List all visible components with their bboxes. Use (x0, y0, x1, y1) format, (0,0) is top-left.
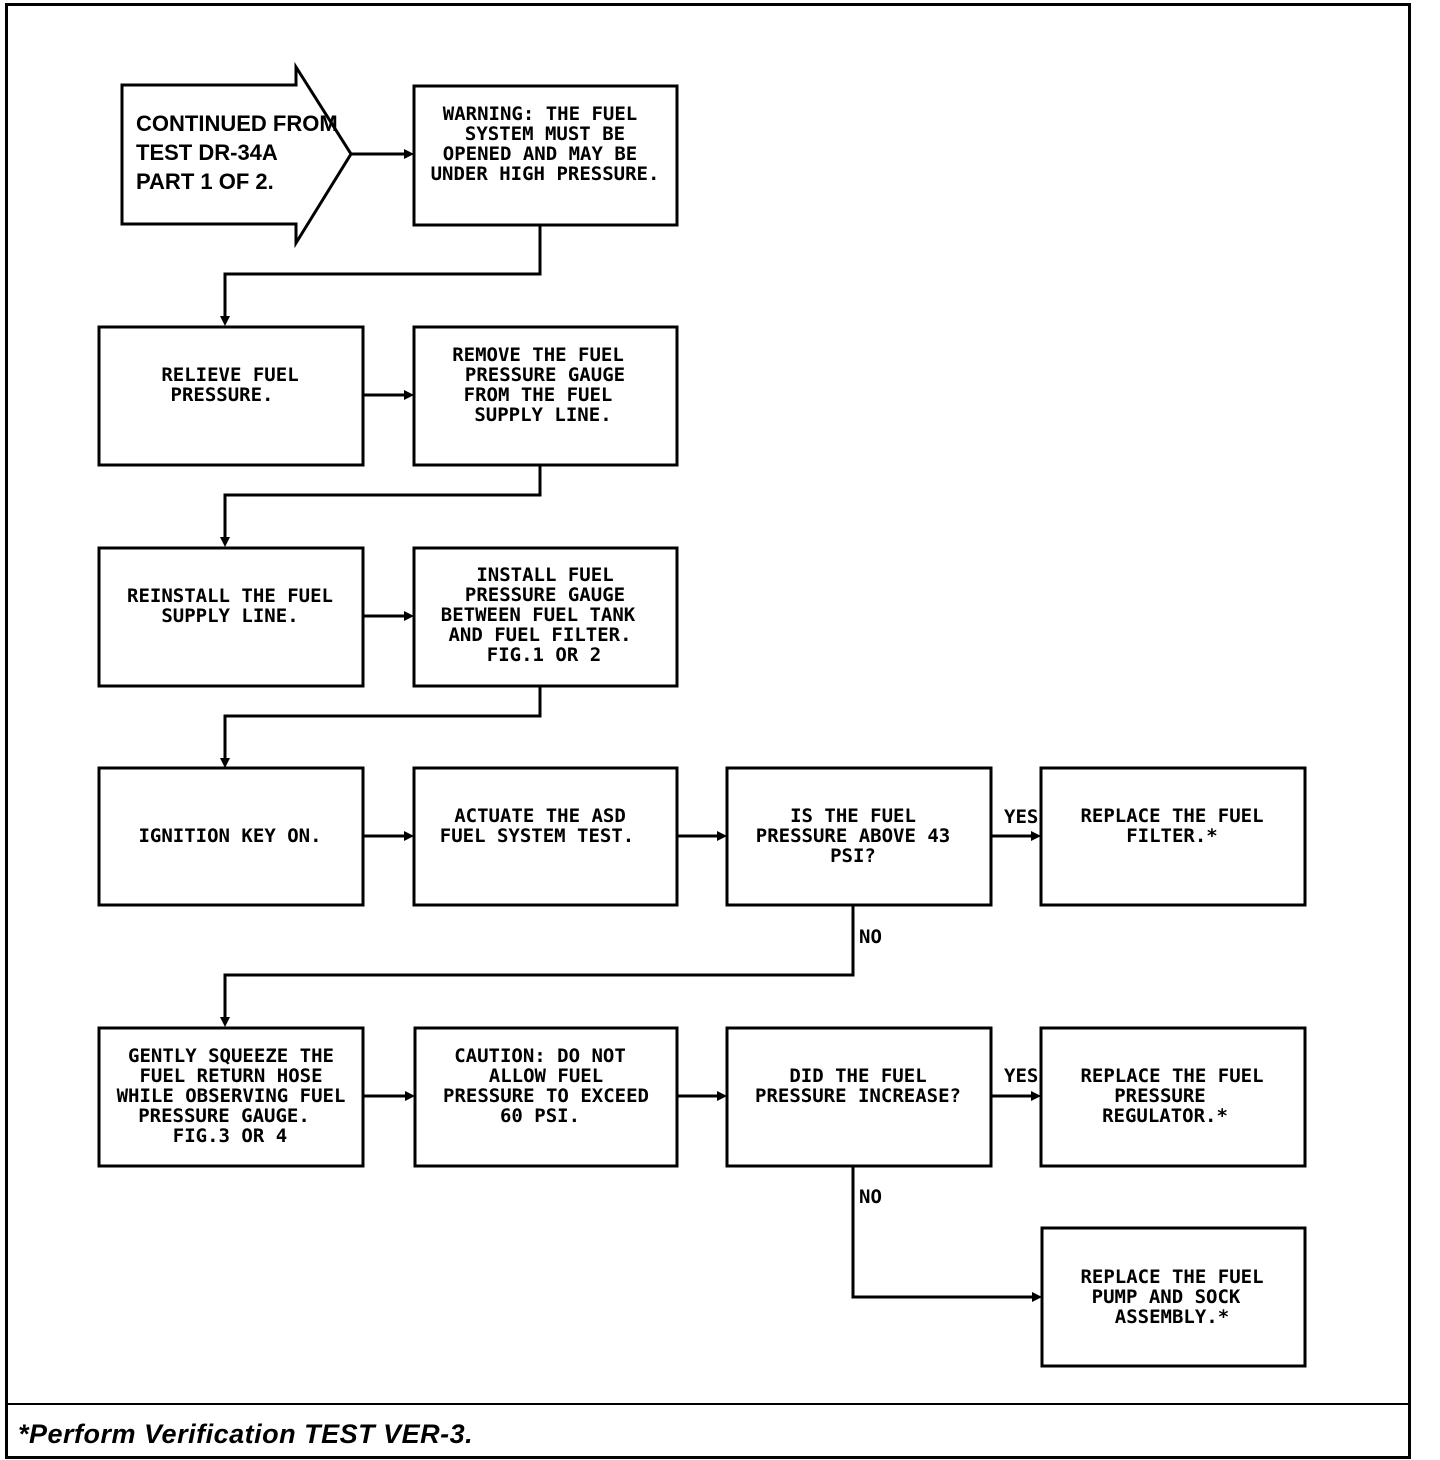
box-relieve-line: RELIEVE FUEL (161, 364, 298, 386)
box-install-gauge: INSTALL FUEL PRESSURE GAUGE BETWEEN FUEL… (412, 546, 679, 688)
connector-decision1-no (223, 905, 855, 1019)
box-replace-pump: REPLACE THE FUEL PUMP AND SOCK ASSEMBLY.… (1040, 1226, 1307, 1368)
box-decision-above-43-line: PSI? (830, 845, 876, 867)
start-arrow: CONTINUED FROM TEST DR-34A PART 1 OF 2. (120, 61, 353, 249)
box-remove-gauge-line: PRESSURE GAUGE (465, 364, 625, 386)
box-decision-above-43-line: PRESSURE ABOVE 43 (756, 825, 950, 847)
box-squeeze-line: PRESSURE GAUGE. (138, 1105, 310, 1127)
box-install-gauge-line: AND FUEL FILTER. (448, 624, 631, 646)
connector-remove-reinstall (223, 465, 542, 539)
box-reinstall: REINSTALL THE FUEL SUPPLY LINE. (97, 546, 365, 688)
footnote: *Perform Verification TEST VER-3. (18, 1419, 474, 1449)
box-warning-line: OPENED AND MAY BE (443, 143, 637, 165)
box-remove-gauge-line: FROM THE FUEL (464, 384, 613, 406)
box-replace-pump-line: PUMP AND SOCK (1092, 1286, 1241, 1308)
box-install-gauge-line: BETWEEN FUEL TANK (441, 604, 636, 626)
box-replace-pump-line: ASSEMBLY.* (1115, 1306, 1229, 1328)
box-replace-filter: REPLACE THE FUEL FILTER.* (1039, 766, 1307, 907)
box-decision-above-43-line: IS THE FUEL (790, 805, 916, 827)
box-decision-increase-line: PRESSURE INCREASE? (755, 1085, 961, 1107)
footer-divider (8, 1403, 1408, 1405)
box-remove-gauge: REMOVE THE FUEL PRESSURE GAUGE FROM THE … (412, 325, 679, 467)
start-line-1: CONTINUED FROM (136, 111, 338, 136)
box-actuate-line: FUEL SYSTEM TEST. (440, 825, 634, 847)
connector-decision2-no (851, 1166, 1034, 1299)
box-replace-filter-line: REPLACE THE FUEL (1080, 805, 1263, 827)
box-decision-increase-line: DID THE FUEL (789, 1065, 926, 1087)
box-caution-line: CAUTION: DO NOT (454, 1045, 626, 1067)
box-ignition-line: IGNITION KEY ON. (138, 825, 321, 847)
connectors (220, 149, 1042, 1302)
box-decision-above-43: IS THE FUEL PRESSURE ABOVE 43 PSI? (725, 766, 993, 907)
box-caution-line: 60 PSI. (500, 1105, 580, 1127)
connector-install-ignition (223, 686, 542, 760)
box-caution-line: ALLOW FUEL (489, 1065, 603, 1087)
box-relieve-line: PRESSURE. (171, 384, 274, 406)
box-replace-regulator-line: PRESSURE (1114, 1085, 1206, 1107)
box-squeeze-line: WHILE OBSERVING FUEL (117, 1085, 346, 1107)
box-replace-regulator-line: REPLACE THE FUEL (1080, 1065, 1263, 1087)
start-line-2: TEST DR-34A (136, 140, 278, 165)
no-label-1: NO (859, 926, 882, 948)
box-squeeze: GENTLY SQUEEZE THE FUEL RETURN HOSE WHIL… (97, 1026, 365, 1168)
box-replace-filter-line: FILTER.* (1126, 825, 1218, 847)
box-squeeze-line: FIG.3 OR 4 (173, 1125, 287, 1147)
no-label-2: NO (859, 1186, 882, 1208)
box-install-gauge-line: PRESSURE GAUGE (465, 584, 625, 606)
box-install-gauge-line: INSTALL FUEL (476, 564, 613, 586)
box-actuate: ACTUATE THE ASD FUEL SYSTEM TEST. (412, 766, 679, 907)
box-install-gauge-line: FIG.1 OR 2 (487, 644, 601, 666)
start-line-3: PART 1 OF 2. (136, 169, 274, 194)
box-warning: WARNING: THE FUEL SYSTEM MUST BE OPENED … (412, 84, 679, 227)
box-squeeze-line: GENTLY SQUEEZE THE (128, 1045, 334, 1067)
box-caution: CAUTION: DO NOT ALLOW FUEL PRESSURE TO E… (413, 1026, 679, 1168)
box-warning-line: SYSTEM MUST BE (465, 123, 625, 145)
box-ignition: IGNITION KEY ON. (97, 766, 365, 907)
box-actuate-line: ACTUATE THE ASD (454, 805, 626, 827)
box-replace-pump-line: REPLACE THE FUEL (1080, 1266, 1263, 1288)
box-warning-line: UNDER HIGH PRESSURE. (431, 163, 660, 185)
box-squeeze-line: FUEL RETURN HOSE (139, 1065, 322, 1087)
box-decision-increase: DID THE FUEL PRESSURE INCREASE? (725, 1026, 993, 1168)
box-caution-line: PRESSURE TO EXCEED (443, 1085, 649, 1107)
box-reinstall-line: SUPPLY LINE. (161, 605, 298, 627)
box-remove-gauge-line: REMOVE THE FUEL (452, 344, 624, 366)
box-remove-gauge-line: SUPPLY LINE. (474, 404, 611, 426)
box-replace-regulator-line: REGULATOR.* (1102, 1105, 1228, 1127)
yes-label-2: YES (1004, 1065, 1038, 1087)
box-reinstall-line: REINSTALL THE FUEL (127, 585, 333, 607)
connector-warning-relieve (223, 225, 542, 318)
box-replace-regulator: REPLACE THE FUEL PRESSURE REGULATOR.* (1039, 1026, 1307, 1168)
page-frame (5, 3, 1411, 1459)
yes-label-1: YES (1004, 806, 1038, 828)
box-relieve: RELIEVE FUEL PRESSURE. (97, 325, 365, 467)
box-warning-line: WARNING: THE FUEL (443, 103, 637, 125)
